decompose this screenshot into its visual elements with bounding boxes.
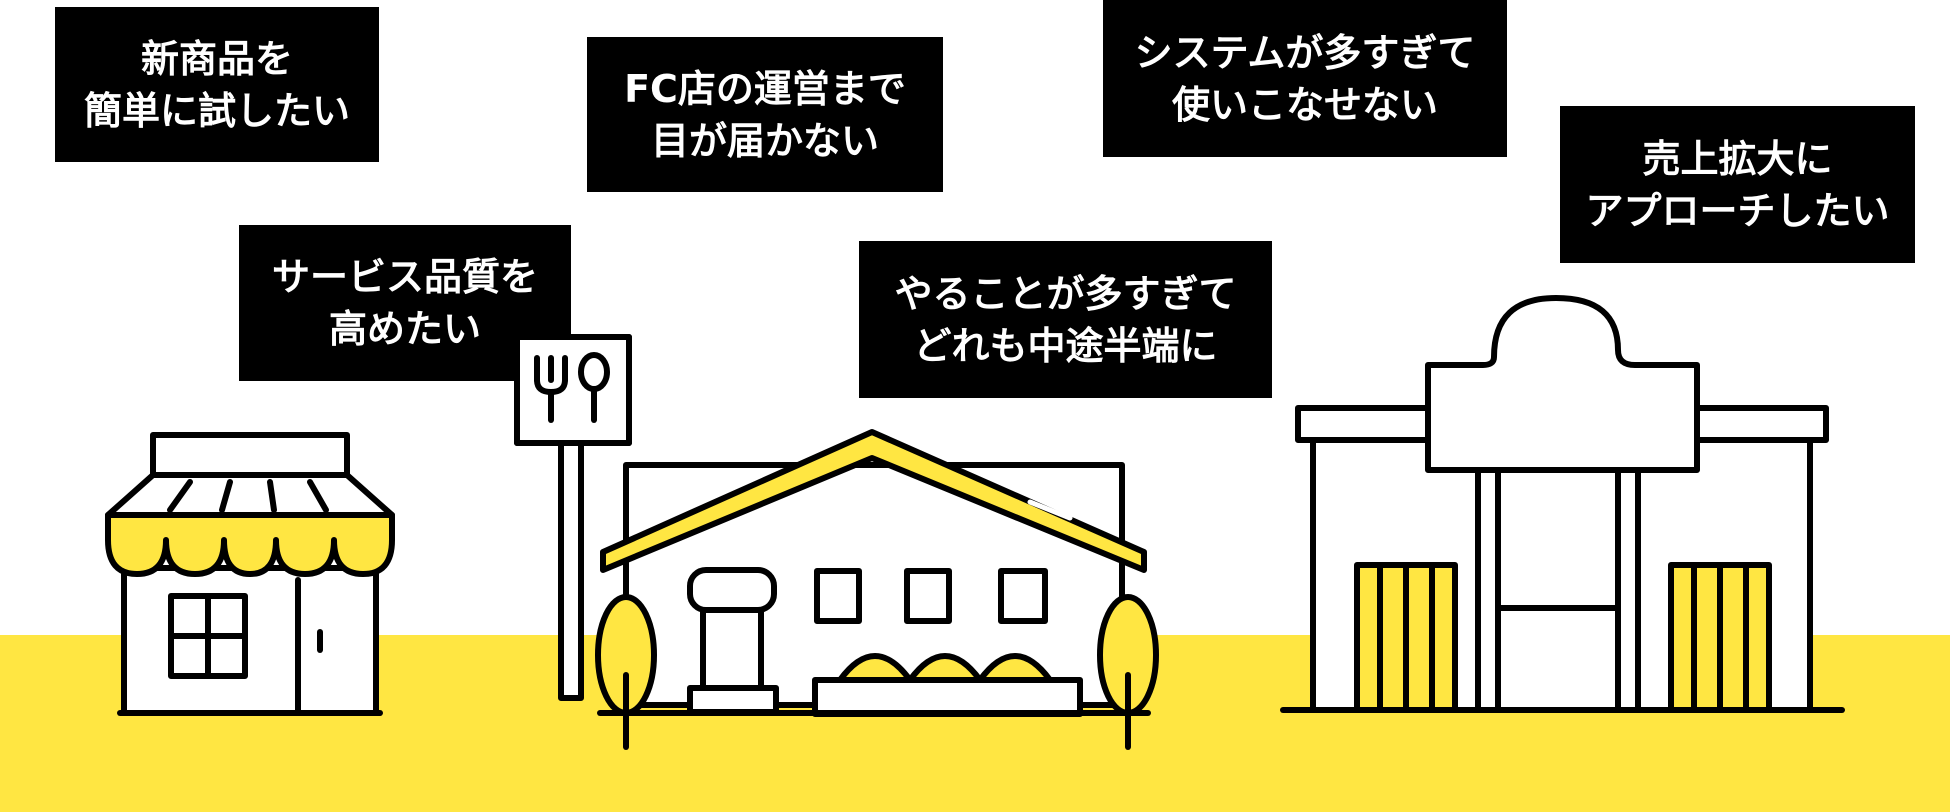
concern-line-2: 高めたい (328, 307, 481, 351)
concern-line-2: どれも中途半端に (913, 323, 1218, 368)
concern-box-too-many-systems: システムが多すぎて 使いこなせない (1103, 0, 1507, 157)
concern-line-2: 簡単に試したい (83, 88, 350, 133)
concern-line-1: やることが多すぎて (894, 271, 1237, 316)
concern-line-1: 売上拡大に (1642, 136, 1833, 181)
concern-box-sales-expansion: 売上拡大に アプローチしたい (1560, 106, 1915, 263)
large-store-icon (1280, 295, 1845, 713)
concern-line-2: 目が届かない (650, 118, 879, 163)
concern-box-fc-operations: FC店の運営まで 目が届かない (587, 37, 943, 192)
restaurant-icon (514, 334, 1159, 750)
concern-box-too-many-tasks: やることが多すぎて どれも中途半端に (859, 241, 1272, 398)
concern-line-1: 新商品を (140, 36, 293, 81)
concern-line-1: サービス品質を (271, 255, 538, 299)
concern-line-1: システムが多すぎて (1134, 30, 1476, 75)
concern-line-2: アプローチしたい (1585, 188, 1890, 233)
concern-box-new-products: 新商品を 簡単に試したい (55, 7, 379, 162)
concern-line-2: 使いこなせない (1171, 82, 1438, 127)
small-shop-icon (105, 432, 395, 716)
concern-line-1: FC店の運営まで (624, 66, 906, 111)
